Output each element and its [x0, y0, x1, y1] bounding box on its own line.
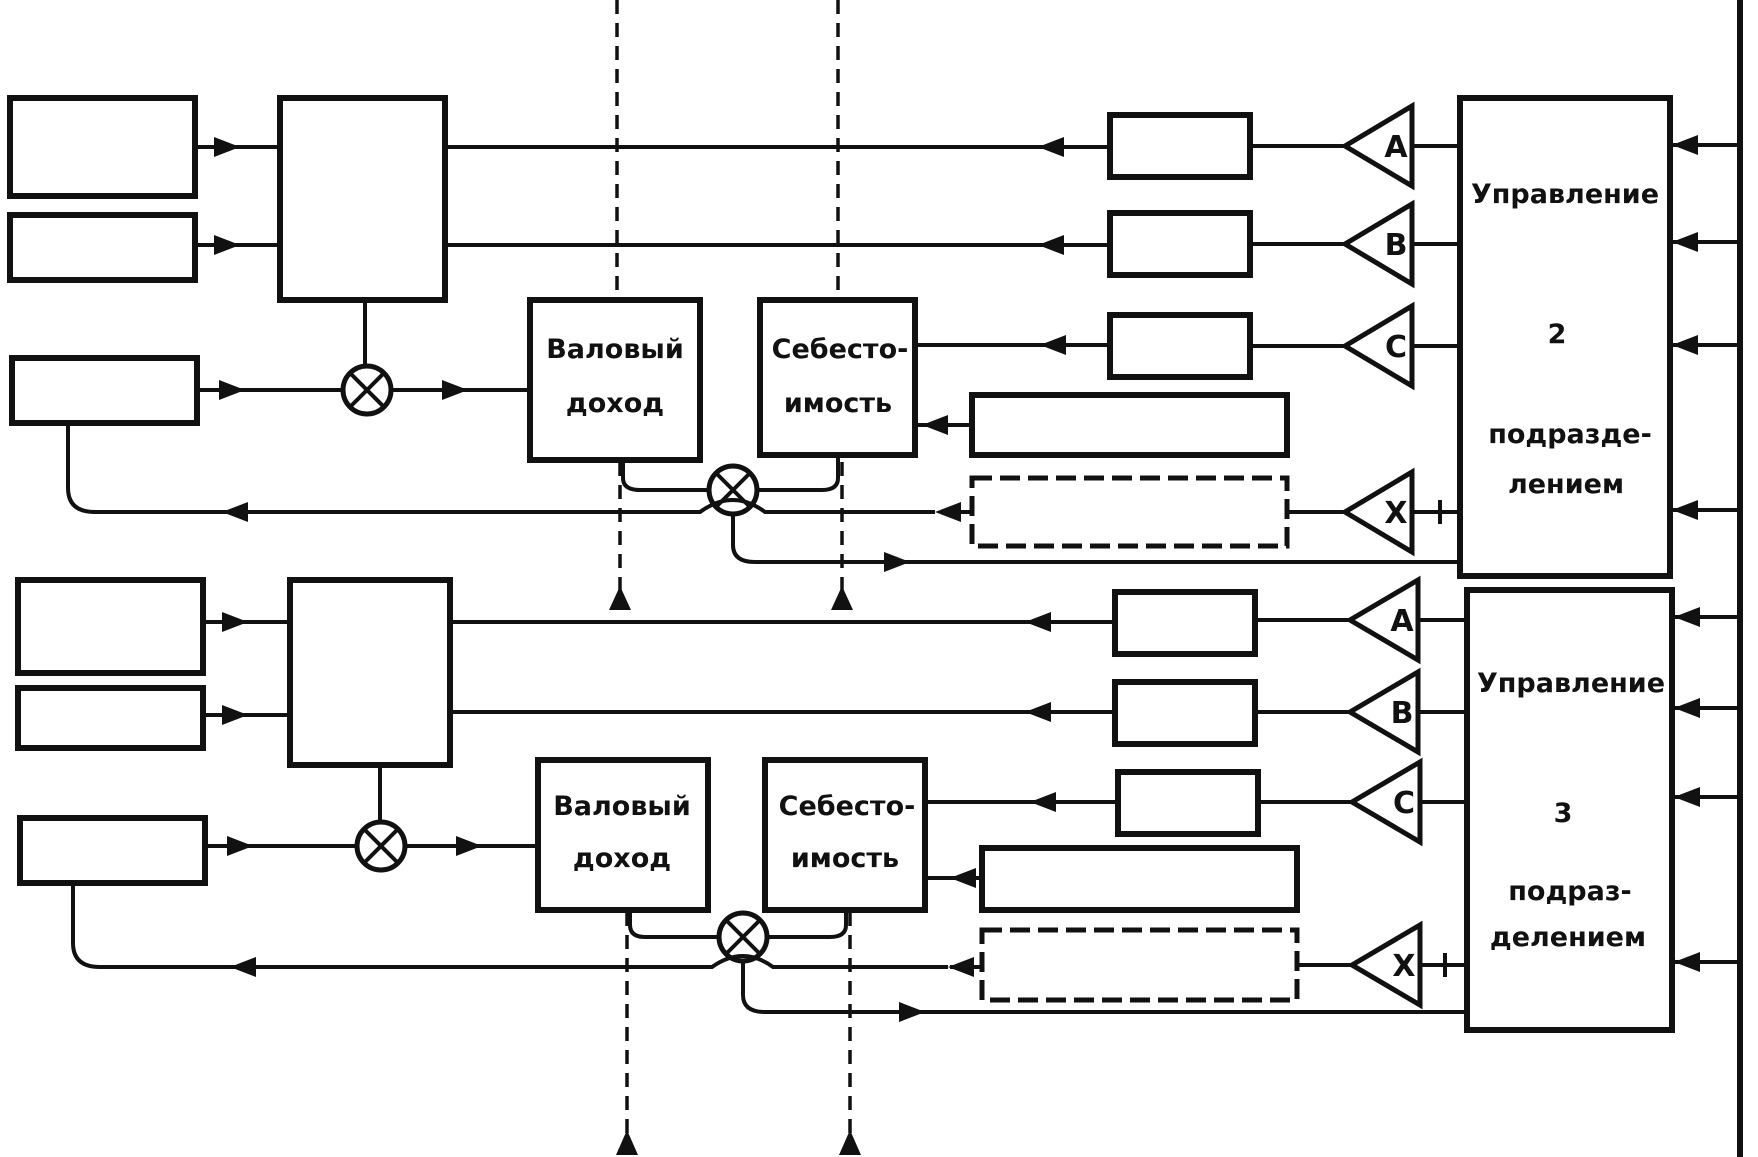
arrow-left-icon — [222, 502, 248, 522]
arrow-right-icon — [456, 836, 482, 856]
arrow-right-icon — [219, 380, 245, 400]
management-label: делением — [1490, 922, 1646, 953]
dashed-arrow-up-left-bottom — [616, 1130, 638, 1155]
arrow-right-icon — [899, 1002, 925, 1022]
arrow-left-icon — [1674, 952, 1700, 972]
gross-income-label: Валовый — [553, 791, 691, 822]
arrow-left-icon — [1672, 232, 1698, 252]
arrow-right-icon — [222, 612, 248, 632]
management-label: Управление — [1471, 179, 1659, 210]
aggregator-box — [287, 577, 453, 768]
arrow-left-icon — [922, 415, 948, 435]
arrow-left-icon — [1672, 135, 1698, 155]
gross-income-box — [527, 297, 703, 463]
arrow-left-icon — [1672, 335, 1698, 355]
arrow-left-icon — [1038, 235, 1064, 255]
cost-label: Себесто- — [779, 791, 916, 822]
channel-label: B — [1385, 228, 1408, 263]
dashed-input-box — [979, 927, 1300, 1003]
arrow-right-icon — [884, 552, 910, 572]
management-box — [1457, 95, 1673, 579]
arrow-right-icon — [222, 705, 248, 725]
cost-label: имость — [791, 843, 899, 874]
arrow-left-icon — [948, 957, 974, 977]
unit-block-1: A B C X Управление 2 подразде- лением Ва… — [7, 95, 1740, 579]
dashed-arrow-up-left-mid — [609, 586, 631, 610]
channel-box — [1107, 210, 1253, 278]
management-label: Управление — [1477, 668, 1665, 699]
management-label: 3 — [1554, 798, 1573, 829]
cost-box — [757, 297, 918, 458]
dashed-arrow-up-right-mid — [831, 586, 853, 610]
arrow-left-icon — [230, 957, 256, 977]
cost-label: Себесто- — [772, 334, 909, 365]
source-box — [17, 815, 208, 886]
source-box — [15, 685, 206, 751]
arrow-left-icon — [935, 502, 961, 522]
arrow-right-icon — [214, 137, 240, 157]
source-box — [9, 355, 200, 426]
source-box — [7, 212, 198, 283]
channel-label: B — [1391, 696, 1414, 731]
cost-label: имость — [784, 388, 892, 419]
channel-box — [1112, 589, 1258, 657]
cost-box — [762, 757, 928, 913]
arrow-left-icon — [1025, 612, 1051, 632]
arrow-left-icon — [1674, 787, 1700, 807]
management-label: лением — [1508, 469, 1624, 500]
arrow-left-icon — [1040, 335, 1066, 355]
management-box — [1464, 587, 1675, 1033]
dashed-input-box — [969, 475, 1290, 549]
cost-input-box — [979, 845, 1300, 913]
channel-label: X — [1384, 496, 1407, 531]
channel-label: A — [1384, 130, 1408, 165]
dashed-arrow-up-right-bottom — [839, 1130, 861, 1155]
channel-label: C — [1385, 330, 1407, 365]
arrow-left-icon — [1025, 702, 1051, 722]
channel-label: X — [1392, 949, 1415, 984]
channel-box — [1107, 312, 1253, 380]
arrow-left-icon — [1030, 792, 1056, 812]
channel-box — [1112, 679, 1258, 747]
cost-input-box — [969, 392, 1290, 458]
arrow-left-icon — [950, 868, 976, 888]
gross-income-label: доход — [566, 388, 664, 419]
source-box — [15, 577, 206, 676]
channel-box — [1115, 769, 1261, 837]
gross-income-label: Валовый — [546, 334, 684, 365]
channel-box — [1107, 112, 1253, 180]
arrow-left-icon — [1038, 137, 1064, 157]
arrow-right-icon — [214, 235, 240, 255]
channel-label: C — [1393, 786, 1415, 821]
management-label: подразде- — [1488, 419, 1652, 450]
source-box — [7, 95, 198, 199]
arrow-right-icon — [227, 836, 253, 856]
channel-label: A — [1390, 604, 1414, 639]
gross-income-label: доход — [573, 843, 671, 874]
arrow-left-icon — [1674, 607, 1700, 627]
unit-block-2: A B C X Управление 3 подраз- делением Ва… — [15, 575, 1740, 1033]
management-label: подраз- — [1508, 876, 1631, 907]
arrow-left-icon — [1674, 698, 1700, 718]
arrow-right-icon — [442, 380, 468, 400]
management-label: 2 — [1548, 319, 1567, 350]
arrow-left-icon — [1672, 500, 1698, 520]
aggregator-box — [277, 95, 448, 303]
gross-income-box — [535, 757, 711, 913]
